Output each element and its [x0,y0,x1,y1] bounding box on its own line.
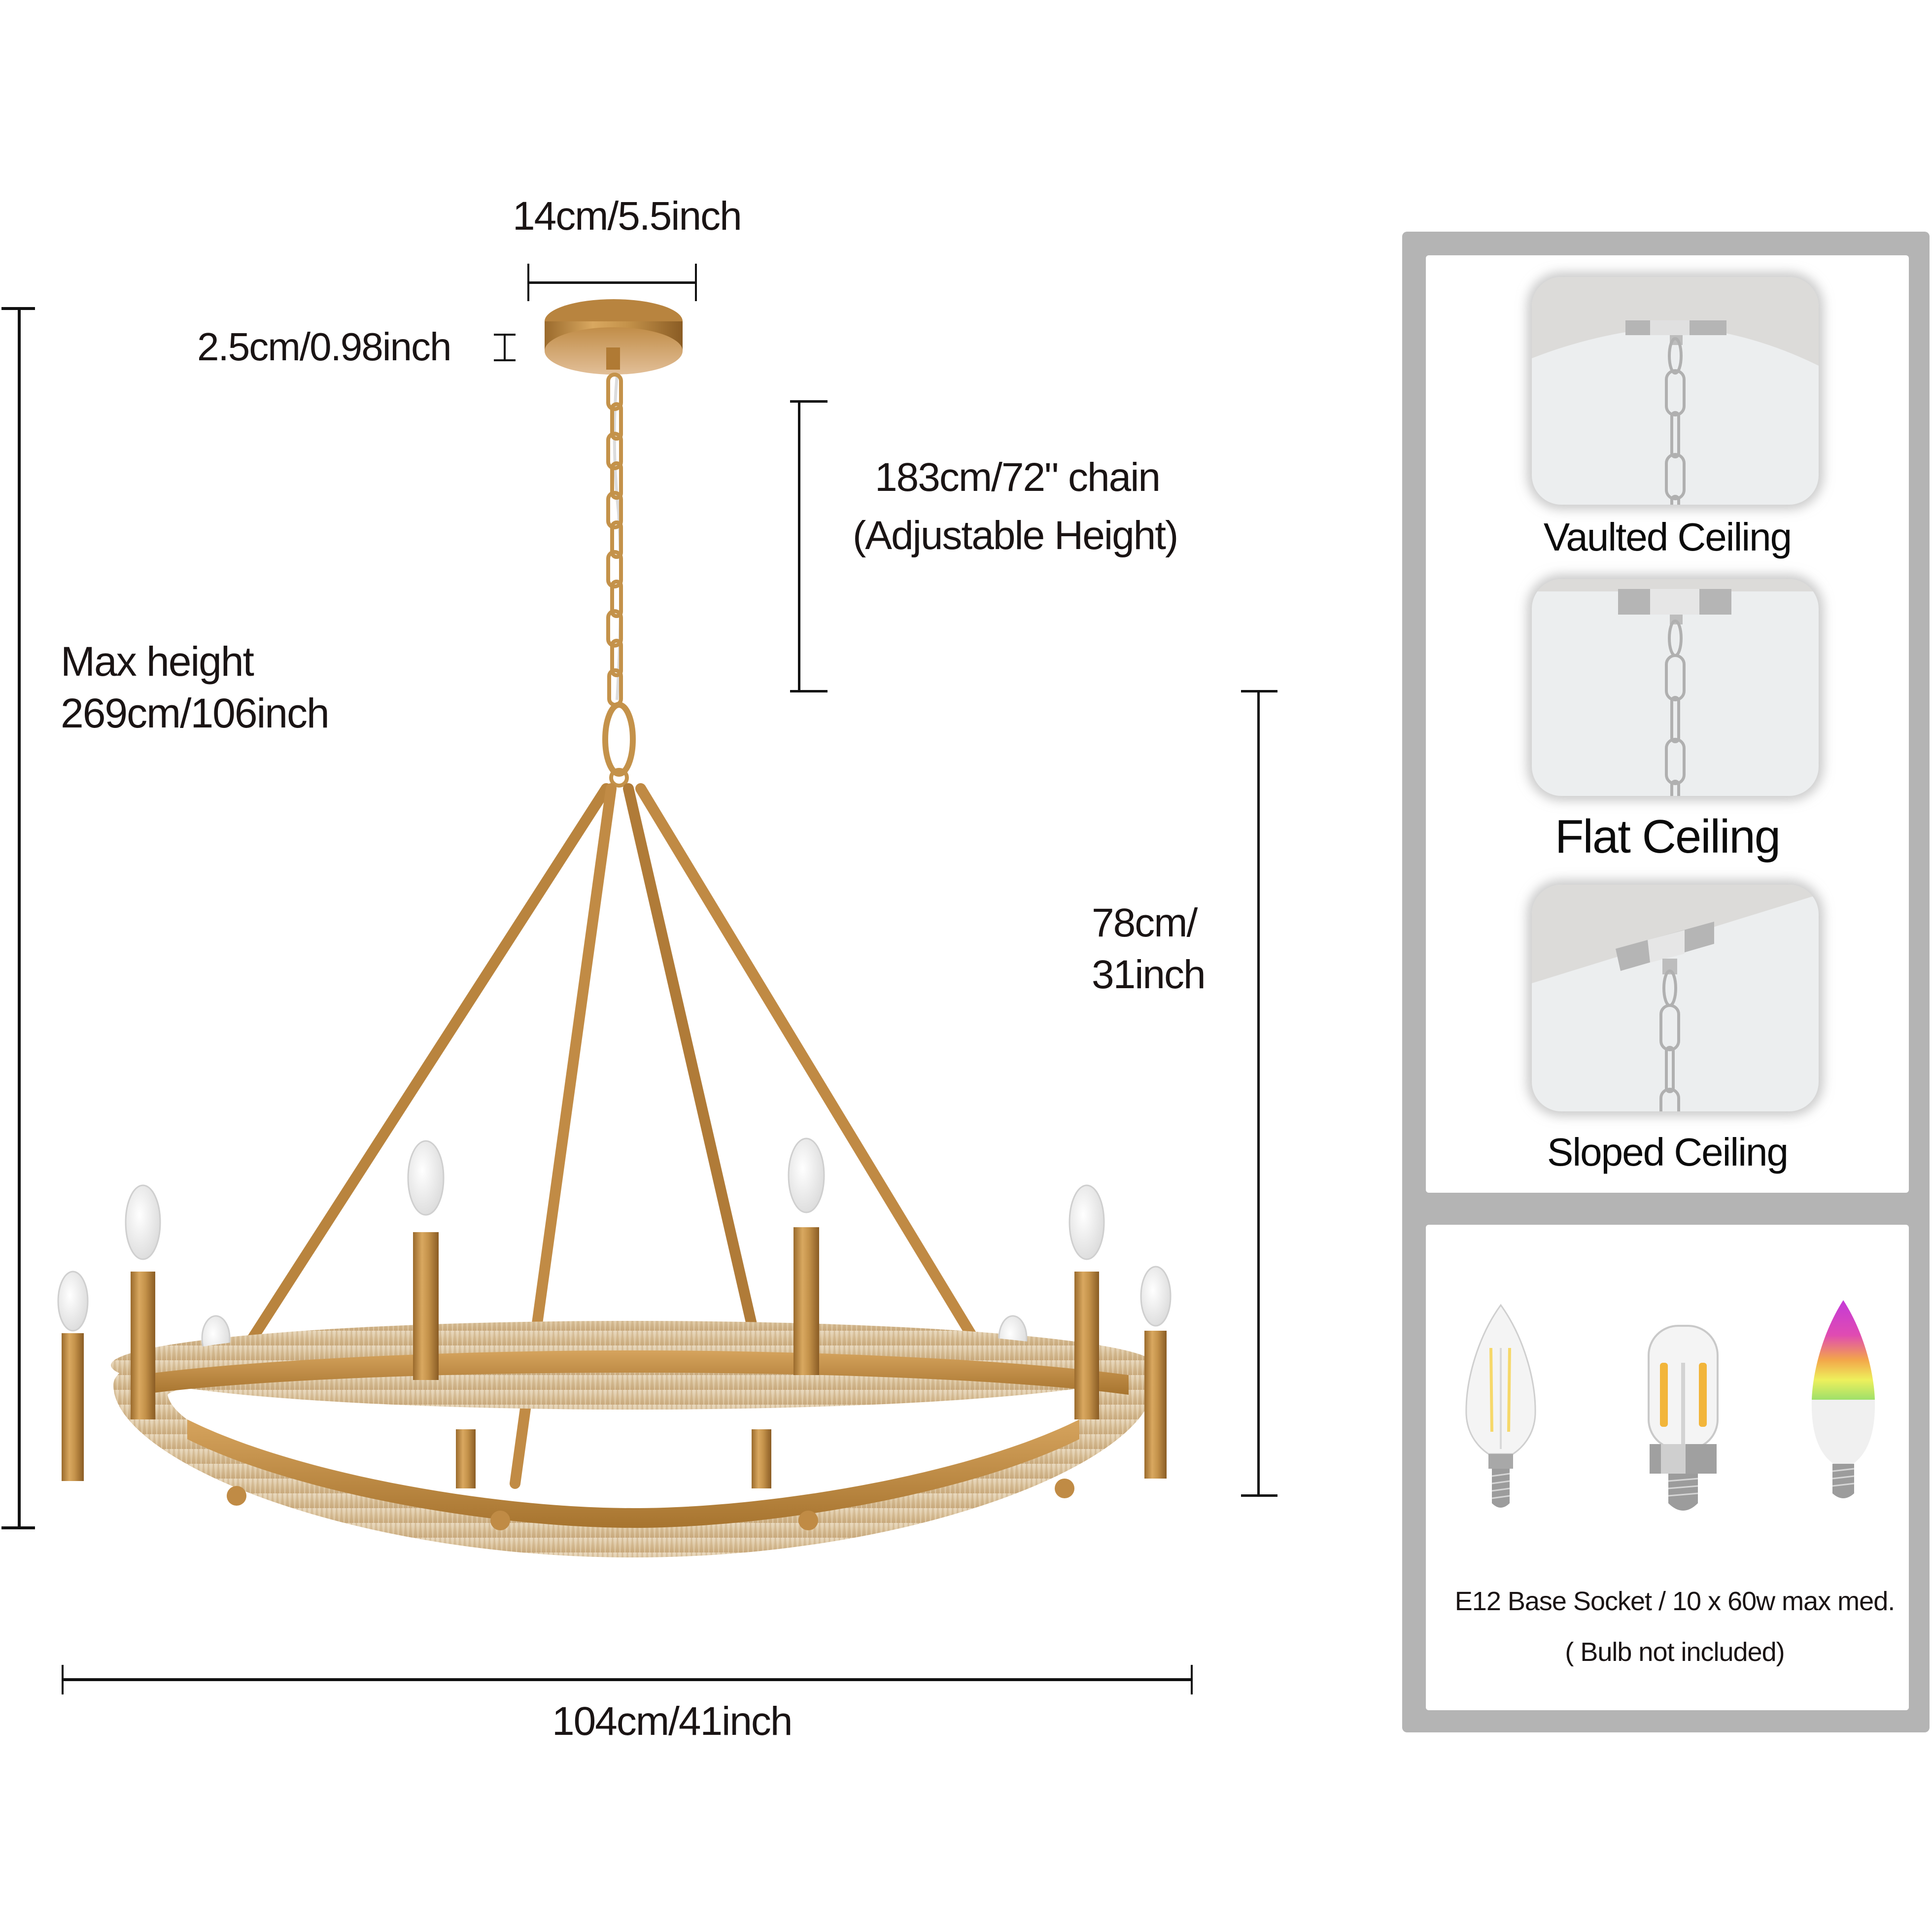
bulb-not-included-text: ( Bulb not included) [1565,1637,1785,1667]
body-height-bar [1257,691,1260,1496]
vaulted-ceiling-icon [1532,277,1819,505]
max-height-label: Max height [61,638,254,685]
tubular-filament-bulb-icon [1648,1325,1719,1511]
chandelier-image [57,299,1172,1557]
max-height-bar [18,309,21,1529]
canopy-width-label: 14cm/5.5inch [513,194,742,239]
rope-ring [113,1326,1153,1557]
rgb-smart-bulb-icon [1811,1300,1875,1498]
chain-adjustable-label: (Adjustable Height) [853,513,1178,558]
chain-length-bar [798,401,800,691]
flat-ceiling-tile [1532,579,1819,796]
vaulted-ceiling-label: Vaulted Ceiling [1543,515,1792,559]
vaulted-ceiling-tile [1532,277,1819,505]
chain [602,373,636,788]
diameter-label: 104cm/41inch [552,1699,793,1744]
flat-ceiling-label: Flat Ceiling [1554,810,1781,863]
max-height-bar-bottom-cap [1,1526,35,1529]
candelabra-filament-bulb-icon [1465,1304,1536,1508]
canopy-height-bar [504,335,506,360]
max-height-value: 269cm/106inch [61,690,330,736]
support-rods [236,783,986,1489]
body-height-label-line1: 78cm/ [1092,900,1198,945]
chain-length-bar-top-cap [790,400,828,403]
body-height-bar-bottom-cap [1241,1494,1277,1497]
flat-ceiling-icon [1532,579,1819,796]
front-candles [57,1138,1172,1481]
sloped-ceiling-label: Sloped Ceiling [1547,1130,1789,1174]
canopy-height-label: 2.5cm/0.98inch [197,325,452,369]
canopy-height-bar-bottom-cap [494,359,516,361]
diameter-bar [63,1678,1192,1681]
chain-length-bar-bottom-cap [790,690,828,692]
sloped-ceiling-icon [1532,885,1819,1111]
canopy [545,299,683,375]
body-height-label-line2: 31inch [1092,952,1206,997]
socket-info-text: E12 Base Socket / 10 x 60w max med. [1454,1587,1895,1616]
canopy-width-bar-right-cap [695,264,697,301]
canopy-width-bar [528,281,696,284]
diameter-bar-right-cap [1191,1665,1193,1694]
chain-length-label: 183cm/72" chain [875,455,1161,500]
sloped-ceiling-tile [1532,885,1819,1111]
